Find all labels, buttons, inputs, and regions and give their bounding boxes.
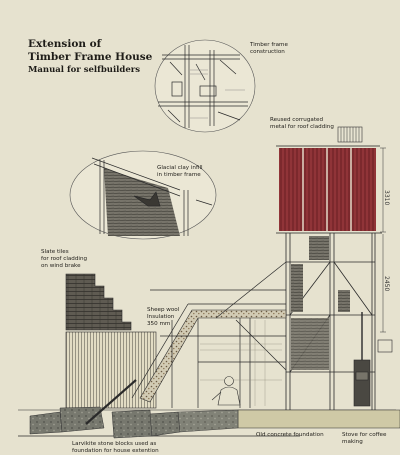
label-sheep-wool: Sheep wool Insulation 350 mm [147, 307, 180, 327]
tower-structure: 3310 2450 [276, 126, 393, 412]
label-timber-frame: Timber frame construction [250, 42, 288, 55]
timber-frame-detail-circle [154, 39, 256, 133]
slate-wind-brake [65, 273, 132, 331]
label-concrete-foundation: Old concrete foundation [256, 432, 324, 438]
coffee-stove [353, 312, 393, 407]
label-clay-infill: Glacial clay infill in timber frame [157, 165, 203, 178]
foundations [18, 379, 400, 439]
title-block: Extension of Timber Frame House Manual f… [28, 38, 152, 76]
clay-infill-detail-circle [69, 150, 217, 240]
label-stone-blocks: Larvikite stone blocks used as foundatio… [72, 441, 159, 454]
person-figure [211, 376, 241, 406]
subtitle: Manual for selfbuilders [28, 65, 141, 75]
house-extension [65, 261, 287, 409]
dimension-lower: 2450 [383, 276, 390, 291]
label-slate-tiles: Slate tiles for roof cladding on wind br… [41, 249, 88, 269]
label-stove: Stove for coffee making [342, 432, 387, 445]
title-line-2: Timber Frame House [28, 51, 153, 63]
dimension-upper: 3310 [383, 190, 390, 205]
title-line-1: Extension of [28, 38, 102, 50]
label-corrugated-metal: Reused corrugated metal for roof claddin… [270, 117, 334, 130]
